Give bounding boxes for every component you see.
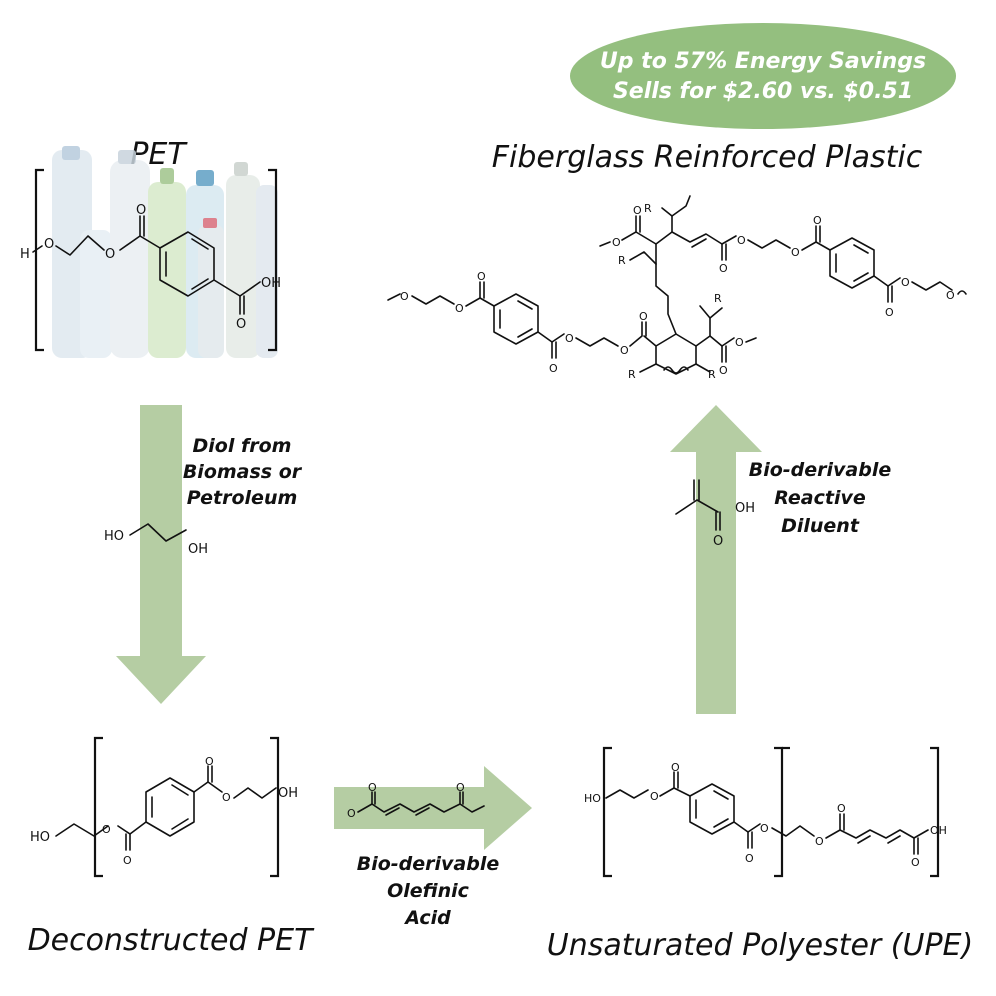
down-arrow-shape xyxy=(116,405,206,704)
frp-network-structure: O O O O O O O R R R O O R O xyxy=(387,195,967,381)
frp-o10-label: O xyxy=(633,204,642,217)
dpet-o2-label: O xyxy=(123,854,132,867)
dpet-oh-label: OH xyxy=(278,786,298,801)
frp-o18-label: O xyxy=(946,289,955,302)
right-arrow-label-2: Olefinic xyxy=(387,880,470,902)
frp-r3-label: R xyxy=(714,292,722,305)
pet-o3-label: O xyxy=(136,203,146,218)
frp-o17-label: O xyxy=(901,276,910,289)
upe-o1-label: O xyxy=(650,790,659,803)
frp-o8-label: O xyxy=(719,364,728,377)
frp-o14-label: O xyxy=(791,246,800,259)
upe-o5-label: O xyxy=(815,835,824,848)
deconstructed-pet-structure: HO O O O O OH xyxy=(30,736,298,878)
pet-right-bracket xyxy=(268,168,278,352)
frp-o6-label: O xyxy=(620,344,629,357)
upe-o7-label: O xyxy=(911,856,920,869)
acid-o3-label: O xyxy=(456,781,465,794)
diol-oh-label: OH xyxy=(188,542,208,557)
frp-o2-label: O xyxy=(455,302,464,315)
frp-o11-label: O xyxy=(612,236,621,249)
diluent-o-label: O xyxy=(713,534,723,549)
pet-o4-label: O xyxy=(236,317,246,332)
pet-structure: H O O O O OH xyxy=(20,168,281,352)
frp-o5-label: O xyxy=(565,332,574,345)
frp-title: Fiberglass Reinforced Plastic xyxy=(492,140,923,175)
frp-o7-label: O xyxy=(639,310,648,323)
pet-o2-label: O xyxy=(105,247,115,262)
frp-r1-label: R xyxy=(628,368,636,381)
frp-o16-label: O xyxy=(885,306,894,319)
upe-structure: HO O O O O O O O OH xyxy=(584,746,947,878)
acid-o2-label: O xyxy=(368,781,377,794)
up-arrow-label-1: Bio-derivable xyxy=(749,459,892,481)
diluent-oh-label: OH xyxy=(735,501,755,516)
pet-h-label: H xyxy=(20,247,30,262)
up-arrow: Bio-derivable Reactive Diluent O OH xyxy=(670,405,891,714)
savings-badge: Up to 57% Energy Savings Sells for $2.60… xyxy=(570,23,956,129)
down-arrow-label-3: Petroleum xyxy=(187,487,298,509)
frp-o9-label: O xyxy=(735,336,744,349)
upe-right-bracket-1 xyxy=(774,746,784,878)
frp-r2-label: R xyxy=(708,368,716,381)
acid-o1-label: O xyxy=(347,807,356,820)
diol-ho-label: HO xyxy=(104,529,124,544)
right-arrow-shape xyxy=(334,766,532,850)
upe-oh-label: OH xyxy=(930,824,947,837)
frp-r5-label: R xyxy=(644,202,652,215)
pet-o1-label: O xyxy=(44,237,54,252)
down-arrow-label-2: Biomass or xyxy=(183,461,303,483)
pet-oh-label: OH xyxy=(261,276,281,291)
deconstructed-pet-title: Deconstructed PET xyxy=(28,923,315,958)
frp-o15-label: O xyxy=(813,214,822,227)
frp-o13-label: O xyxy=(737,234,746,247)
up-arrow-label-2: Reactive xyxy=(774,487,866,509)
badge-line1: Up to 57% Energy Savings xyxy=(600,49,926,74)
frp-o12-label: O xyxy=(719,262,728,275)
dpet-right-bracket xyxy=(270,736,280,878)
upe-title: Unsaturated Polyester (UPE) xyxy=(547,928,973,963)
upe-o2-label: O xyxy=(671,761,680,774)
right-arrow-label-1: Bio-derivable xyxy=(357,853,500,875)
upe-o3-label: O xyxy=(745,852,754,865)
down-arrow: Diol from Biomass or Petroleum HO OH xyxy=(104,405,303,704)
frp-r4-label: R xyxy=(618,254,626,267)
dpet-left-bracket xyxy=(93,736,103,878)
badge-line2: Sells for $2.60 vs. $0.51 xyxy=(613,79,913,104)
up-arrow-label-3: Diluent xyxy=(781,515,860,537)
right-arrow-label-3: Acid xyxy=(403,907,451,929)
upe-o4-label: O xyxy=(760,822,769,835)
badge-ellipse xyxy=(570,23,956,129)
dpet-ho-label: HO xyxy=(30,830,50,845)
frp-o3-label: O xyxy=(477,270,486,283)
dpet-o1-label: O xyxy=(102,823,111,836)
upe-ho-label: HO xyxy=(584,792,601,805)
up-arrow-shape xyxy=(670,405,762,714)
frp-o4-label: O xyxy=(549,362,558,375)
upe-left-bracket-1 xyxy=(602,746,612,878)
down-arrow-label-1: Diol from xyxy=(193,435,292,457)
upe-right-bracket-2 xyxy=(930,746,940,878)
dpet-o3-label: O xyxy=(205,755,214,768)
dpet-o4-label: O xyxy=(222,791,231,804)
right-arrow: Bio-derivable Olefinic Acid O O O xyxy=(334,766,532,929)
upe-o6-label: O xyxy=(837,802,846,815)
pet-left-bracket xyxy=(34,168,44,352)
pet-bottles-photo xyxy=(52,146,278,358)
frp-o1-label: O xyxy=(400,290,409,303)
